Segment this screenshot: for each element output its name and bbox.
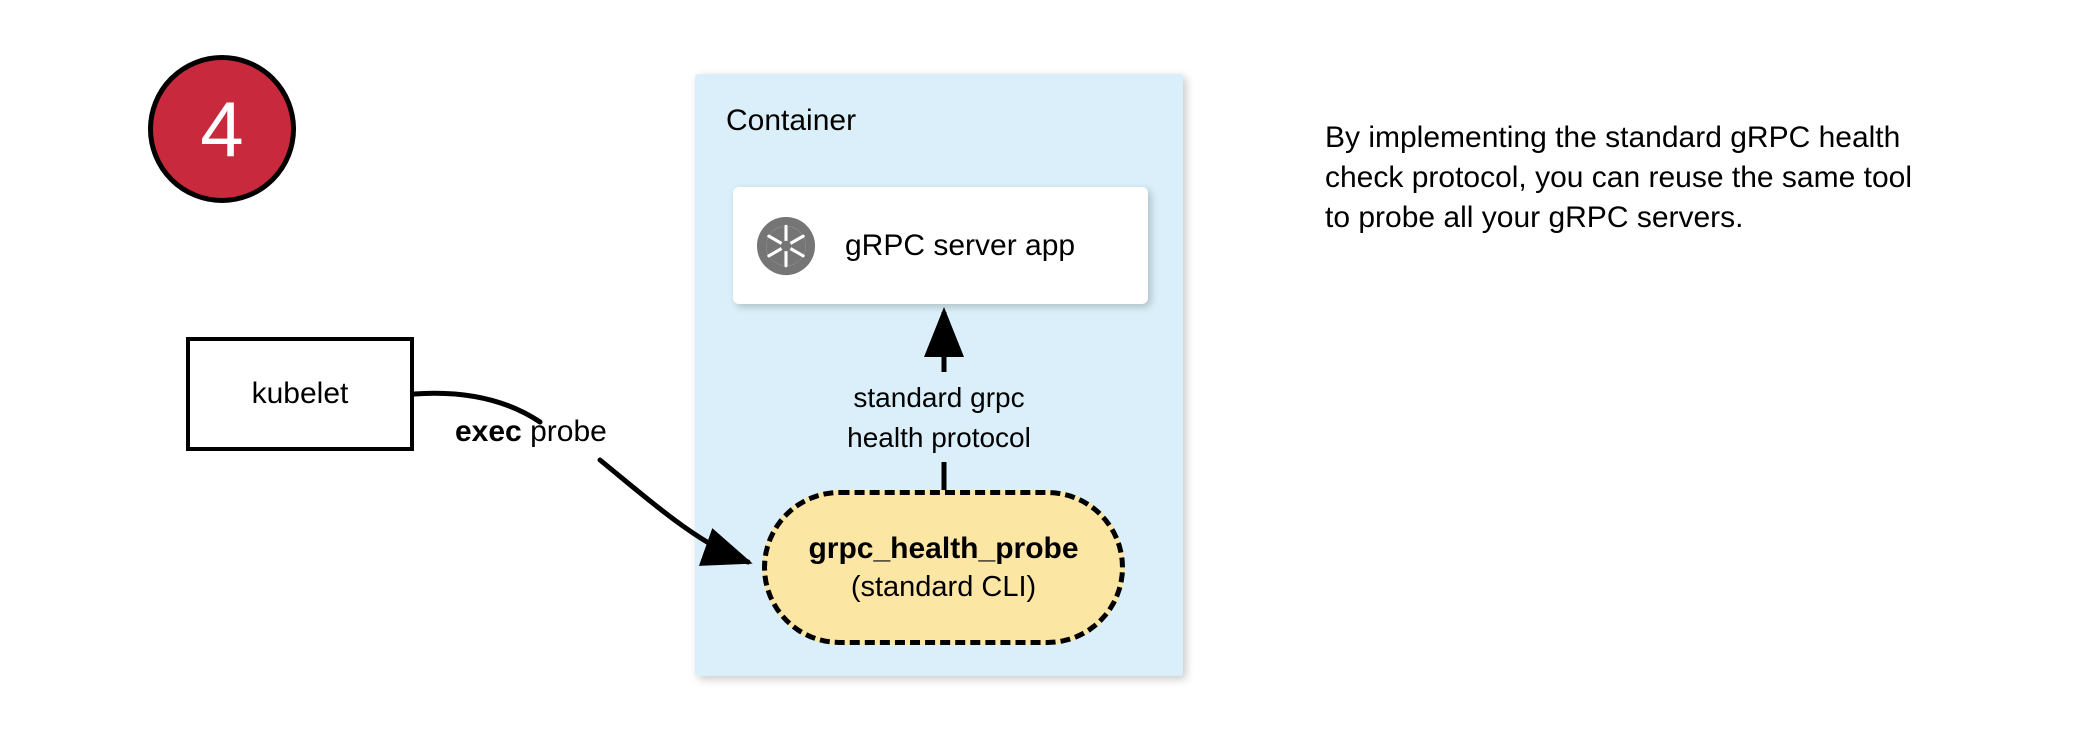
grpc-health-probe-subtitle: (standard CLI) — [850, 570, 1037, 603]
grpc-server-app-label: gRPC server app — [845, 228, 1076, 262]
aperture-icon — [755, 215, 817, 277]
kubelet-node: kubelet — [186, 337, 414, 451]
container-panel-title: Container — [726, 104, 857, 137]
probe-word-label: probe — [521, 415, 607, 448]
exec-probe-edge-label: exec probe — [455, 415, 607, 449]
exec-keyword-label: exec — [455, 415, 522, 448]
caption-text: By implementing the standard gRPC health… — [1325, 121, 1912, 234]
grpc-health-probe-node: grpc_health_probe (standard CLI) — [762, 490, 1125, 645]
grpc-server-app-node: gRPC server app — [733, 187, 1148, 304]
step-number-label: 4 — [200, 85, 244, 173]
kubelet-node-label: kubelet — [251, 377, 349, 410]
grpc-health-probe-title: grpc_health_probe — [808, 531, 1079, 565]
step-number-badge: 4 — [148, 55, 296, 203]
